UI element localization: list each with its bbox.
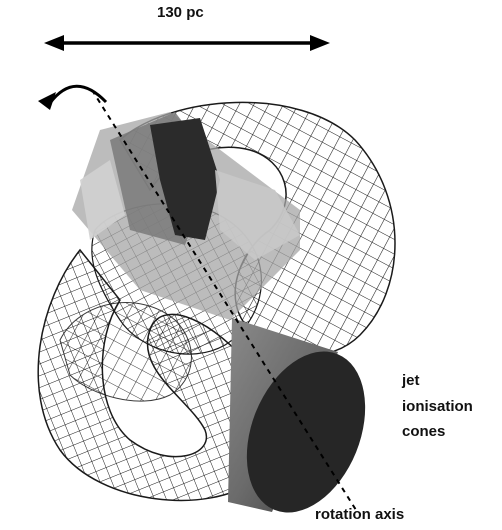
rotation-arrow-icon [38, 86, 106, 110]
cone-label-line-3: cones [402, 421, 445, 442]
rotation-axis-label: rotation axis [315, 504, 404, 525]
cone-label-line-2: ionisation [402, 396, 473, 417]
scale-bar [44, 35, 330, 51]
cone-label-line-1: jet [402, 370, 420, 391]
lower-ionisation-cone [224, 318, 387, 530]
scale-label: 130 pc [157, 2, 204, 23]
